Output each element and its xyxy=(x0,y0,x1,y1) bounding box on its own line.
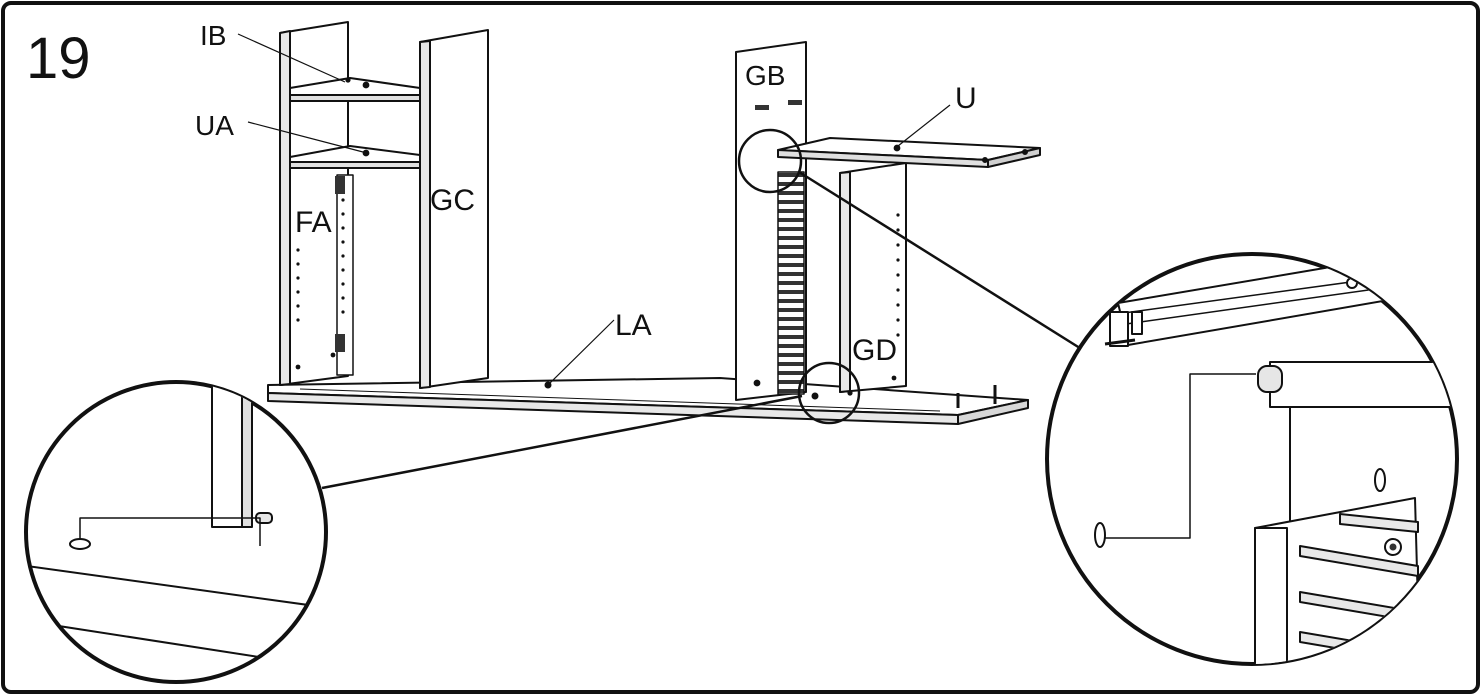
top-panel-u xyxy=(777,137,1041,168)
label-ib: IB xyxy=(200,20,226,51)
connector-line-right xyxy=(798,170,1084,352)
leader-la xyxy=(549,319,615,384)
label-gc: GC xyxy=(430,184,475,217)
leader-ua xyxy=(247,121,364,153)
label-la: LA xyxy=(615,309,652,342)
label-u: U xyxy=(955,82,977,115)
back-panel-gb xyxy=(735,41,807,401)
divider-panel-gc xyxy=(419,29,489,389)
detail-marker-bottom xyxy=(797,361,861,425)
detail-inset-left xyxy=(24,380,328,684)
leader-u xyxy=(897,104,951,147)
step-number: 19 xyxy=(26,26,91,91)
connector-line-left xyxy=(321,394,803,490)
label-gb: GB xyxy=(745,60,785,91)
detail-marker-top xyxy=(737,128,803,194)
label-gd: GD xyxy=(852,334,897,367)
shelf-ib xyxy=(289,77,421,102)
bottom-panel-la xyxy=(267,377,1029,425)
label-fa: FA xyxy=(295,206,332,239)
label-ua: UA xyxy=(195,110,234,141)
detail-inset-right xyxy=(1045,252,1459,666)
side-panel-gd xyxy=(839,162,907,396)
leader-ib xyxy=(237,33,346,83)
side-panel-fa xyxy=(279,21,354,386)
